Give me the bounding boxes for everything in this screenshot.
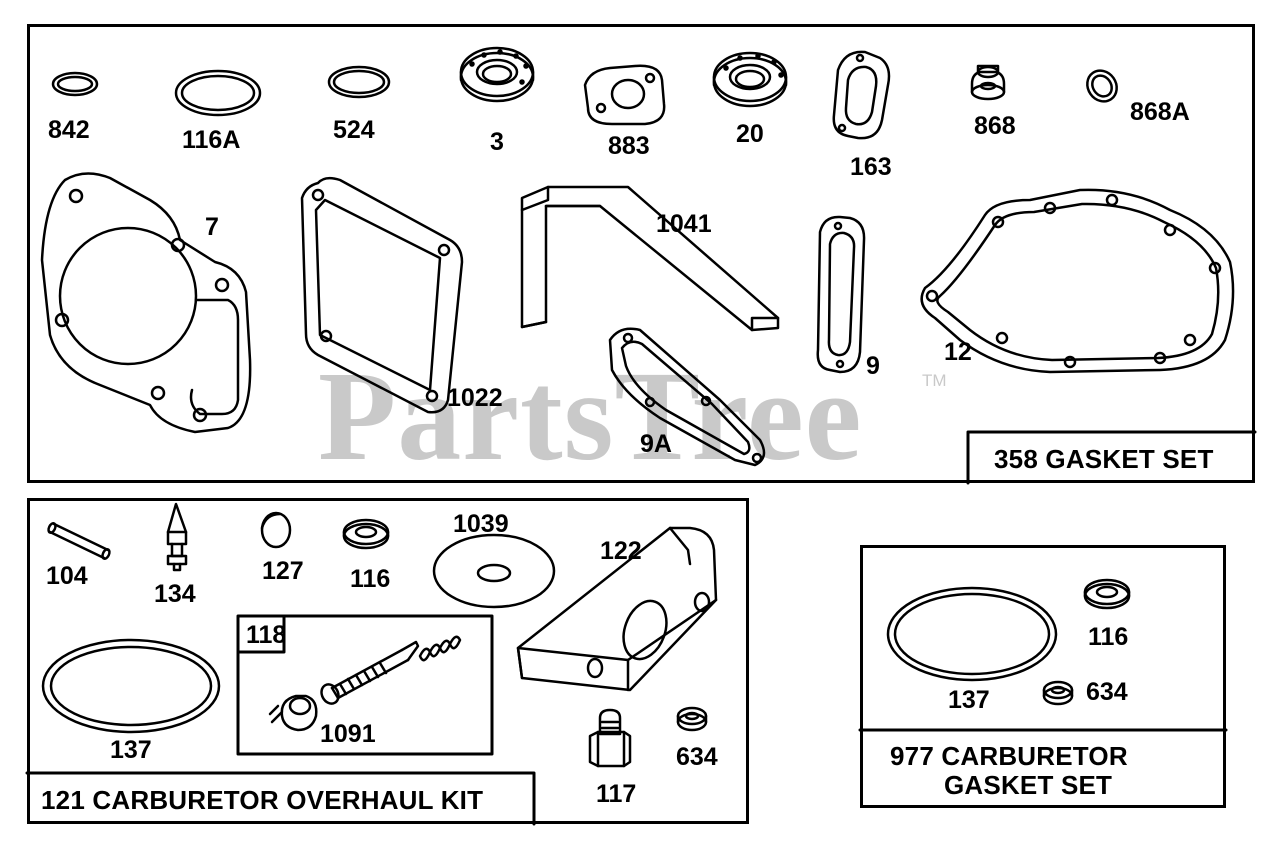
part-104-pin bbox=[47, 522, 111, 560]
part-634-washer bbox=[676, 706, 708, 732]
watermark-tm: TM bbox=[922, 371, 947, 390]
part-1041-bar bbox=[520, 185, 780, 332]
part-idle-cap bbox=[268, 694, 318, 732]
subkit-118-label: 118 bbox=[246, 621, 287, 649]
subkit-118-label-box bbox=[236, 614, 286, 654]
part-116A-oring bbox=[174, 69, 262, 117]
label-12: 12 bbox=[944, 338, 972, 366]
part-842-oring bbox=[51, 71, 99, 97]
label-883: 883 bbox=[608, 132, 650, 160]
part-868-seal bbox=[970, 64, 1006, 101]
part-1022-gasket bbox=[300, 176, 464, 414]
label-127: 127 bbox=[262, 557, 304, 585]
part-1091-screw bbox=[320, 640, 420, 705]
carb-gasket-title-line2: GASKET SET bbox=[944, 770, 1113, 800]
label-9: 9 bbox=[866, 352, 880, 380]
gasket-set-title-box bbox=[966, 430, 1257, 485]
part-1039-diaphragm bbox=[432, 533, 556, 609]
part-883-gasket bbox=[583, 64, 666, 126]
overhaul-kit-title-box bbox=[25, 771, 536, 826]
label-137: 137 bbox=[110, 736, 152, 764]
label-116A: 116A bbox=[182, 126, 241, 154]
gasket-set-title: 358 GASKET SET bbox=[994, 444, 1214, 474]
subkit-118-frame bbox=[236, 614, 494, 756]
label-134: 134 bbox=[154, 580, 196, 608]
label-1091: 1091 bbox=[320, 720, 376, 748]
label-842: 842 bbox=[48, 116, 90, 144]
part-137-oring bbox=[41, 638, 221, 734]
part-3-seal bbox=[459, 46, 535, 103]
label-116b: 116 bbox=[1088, 623, 1129, 651]
carb-gasket-title-line1: 977 CARBURETOR bbox=[890, 741, 1128, 771]
carb-gasket-set-frame bbox=[860, 545, 1226, 808]
label-634: 634 bbox=[676, 743, 718, 771]
label-20: 20 bbox=[736, 120, 764, 148]
part-spring bbox=[418, 635, 462, 662]
part-868A-washer bbox=[1086, 69, 1118, 103]
part-163-gasket bbox=[832, 50, 891, 140]
part-524-oring bbox=[327, 65, 391, 99]
label-116: 116 bbox=[350, 565, 391, 593]
label-137b: 137 bbox=[948, 686, 990, 714]
part-134-needle bbox=[166, 502, 188, 572]
label-1022: 1022 bbox=[447, 384, 503, 412]
label-122: 122 bbox=[600, 537, 642, 565]
part-116b-washer bbox=[1083, 578, 1131, 610]
part-20-seal bbox=[712, 51, 788, 108]
part-9A-gasket bbox=[608, 327, 766, 467]
part-12-gasket bbox=[920, 188, 1235, 374]
label-3: 3 bbox=[490, 128, 504, 156]
overhaul-kit-frame bbox=[27, 498, 749, 824]
gasket-set-frame bbox=[27, 24, 1255, 483]
part-116-washer bbox=[342, 518, 390, 550]
part-122-block bbox=[516, 526, 718, 692]
label-1041: 1041 bbox=[656, 210, 712, 238]
part-7-head-gasket bbox=[40, 172, 252, 434]
label-868A: 868A bbox=[1130, 98, 1190, 126]
overhaul-kit-title: 121 CARBURETOR OVERHAUL KIT bbox=[41, 785, 484, 815]
label-634b: 634 bbox=[1086, 678, 1128, 706]
label-9A: 9A bbox=[640, 430, 672, 458]
label-117: 117 bbox=[596, 780, 637, 808]
part-127-plug bbox=[260, 511, 292, 549]
label-868: 868 bbox=[974, 112, 1016, 140]
label-524: 524 bbox=[333, 116, 375, 144]
watermark: PartsTree bbox=[318, 345, 863, 487]
part-117-fitting bbox=[588, 708, 632, 768]
label-1039: 1039 bbox=[453, 510, 509, 538]
part-9-gasket bbox=[816, 215, 866, 374]
part-634b-washer bbox=[1042, 680, 1074, 706]
label-104: 104 bbox=[46, 562, 88, 590]
part-137b-oring bbox=[886, 586, 1058, 682]
label-163: 163 bbox=[850, 153, 892, 181]
label-7: 7 bbox=[205, 213, 219, 241]
